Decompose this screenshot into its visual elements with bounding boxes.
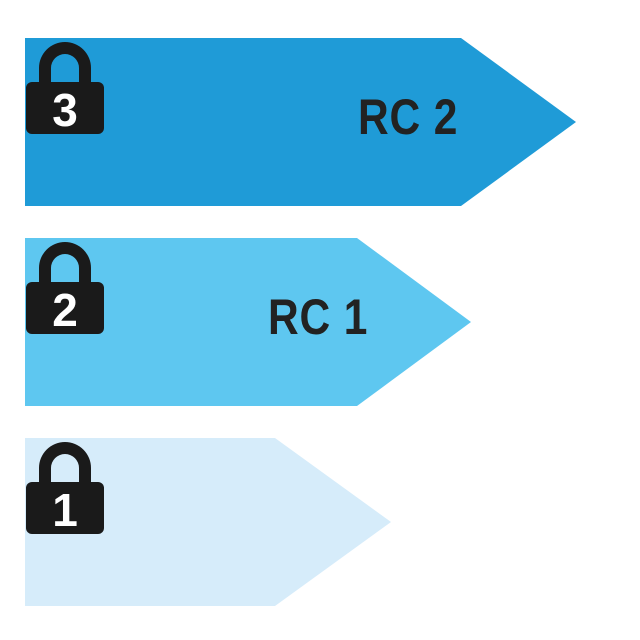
arrow-shape [25, 238, 471, 406]
level-arrow-2: 2 RC 1 [25, 238, 471, 406]
lock-digit: 2 [52, 284, 78, 336]
level-arrow-1: 1 [25, 438, 391, 606]
level-arrow-3: 3 RC 2 [25, 38, 576, 206]
level-label: RC 2 [358, 89, 459, 145]
arrow-shape [25, 438, 391, 606]
padlock-icon: 2 [26, 242, 104, 336]
lock-digit: 1 [52, 484, 78, 536]
level-label: RC 1 [268, 289, 369, 345]
arrow-shape [25, 38, 576, 206]
lock-digit: 3 [52, 84, 78, 136]
padlock-icon: 1 [26, 442, 104, 536]
padlock-icon: 3 [26, 42, 104, 136]
